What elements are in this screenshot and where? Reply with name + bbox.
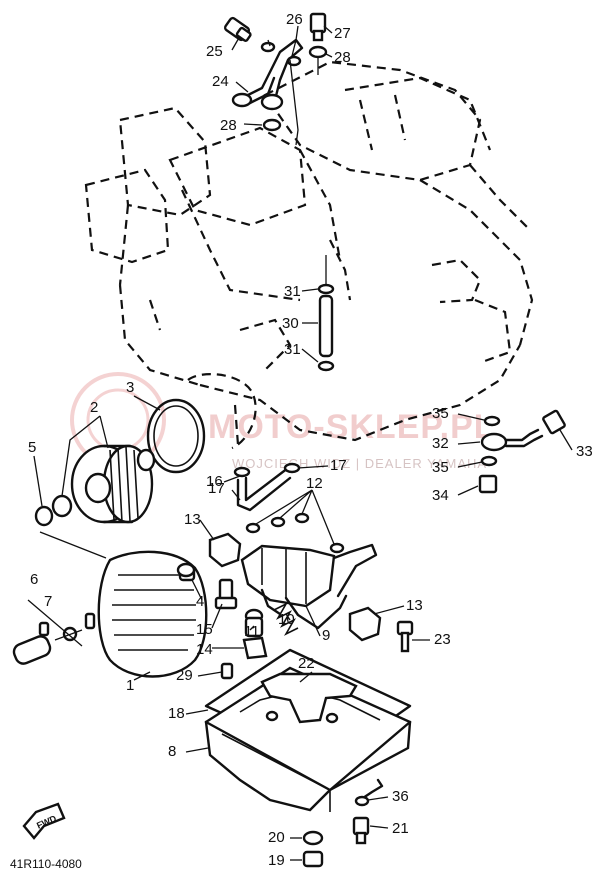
callout-28a: 28 — [334, 49, 351, 66]
watermark-subtitle: WOJCIECH WIDZ | DEALER YAMAHA — [232, 456, 487, 471]
callout-28b: 28 — [220, 117, 237, 134]
callout-8: 8 — [168, 743, 176, 760]
oil-filter-group — [12, 398, 208, 678]
callout-labels: 1 2 3 4 5 6 7 8 9 10 11 12 13 13 14 15 1… — [28, 11, 593, 869]
callout-22: 22 — [298, 655, 315, 672]
callout-4: 4 — [196, 593, 204, 610]
engine-block-outline — [84, 60, 534, 450]
callout-35b: 35 — [432, 459, 449, 476]
callout-31a: 31 — [284, 283, 301, 300]
callout-leader-lines — [33, 25, 573, 861]
callout-13b: 13 — [406, 597, 423, 614]
callout-12: 12 — [306, 475, 323, 492]
top-oil-pipe-assembly — [223, 12, 328, 146]
right-oil-fitting — [478, 409, 566, 494]
front-arrow-icon: FWD — [22, 802, 66, 840]
callout-14: 14 — [196, 641, 213, 658]
callout-26: 26 — [286, 11, 303, 28]
callout-21: 21 — [392, 820, 409, 837]
drawing-code: 41R110-4080 — [10, 857, 82, 871]
strainer-and-relief-group — [208, 462, 414, 680]
callout-20: 20 — [268, 829, 285, 846]
callout-34: 34 — [432, 487, 449, 504]
callout-19: 19 — [268, 852, 285, 869]
oil-pan-group — [204, 648, 412, 868]
callout-27: 27 — [334, 25, 351, 42]
callout-7: 7 — [44, 593, 52, 610]
callout-30: 30 — [282, 315, 299, 332]
callout-5: 5 — [28, 439, 36, 456]
callout-3: 3 — [126, 379, 134, 396]
callout-15: 15 — [196, 621, 213, 638]
callout-23: 23 — [434, 631, 451, 648]
callout-29: 29 — [176, 667, 193, 684]
callout-11: 11 — [244, 623, 260, 640]
callout-32: 32 — [432, 435, 449, 452]
callout-10: 10 — [278, 611, 295, 628]
callout-24: 24 — [212, 73, 229, 90]
callout-31b: 31 — [284, 341, 301, 358]
vertical-pipe-assembly — [317, 255, 335, 372]
callout-13a: 13 — [184, 511, 201, 528]
callout-25: 25 — [206, 43, 223, 60]
callout-18: 18 — [168, 705, 185, 722]
callout-33: 33 — [576, 443, 593, 460]
callout-2: 2 — [90, 399, 98, 416]
callout-6: 6 — [30, 571, 38, 588]
callout-36: 36 — [392, 788, 409, 805]
callout-17a: 17 — [208, 480, 225, 497]
callout-35a: 35 — [432, 405, 449, 422]
callout-17b: 17 — [330, 457, 347, 474]
callout-16: 16 — [206, 473, 223, 490]
callout-1: 1 — [126, 677, 134, 694]
watermark: MOTO-SKLEP.PL WOJCIECH WIDZ | DEALER YAM… — [70, 372, 495, 471]
callout-9: 9 — [322, 627, 330, 644]
